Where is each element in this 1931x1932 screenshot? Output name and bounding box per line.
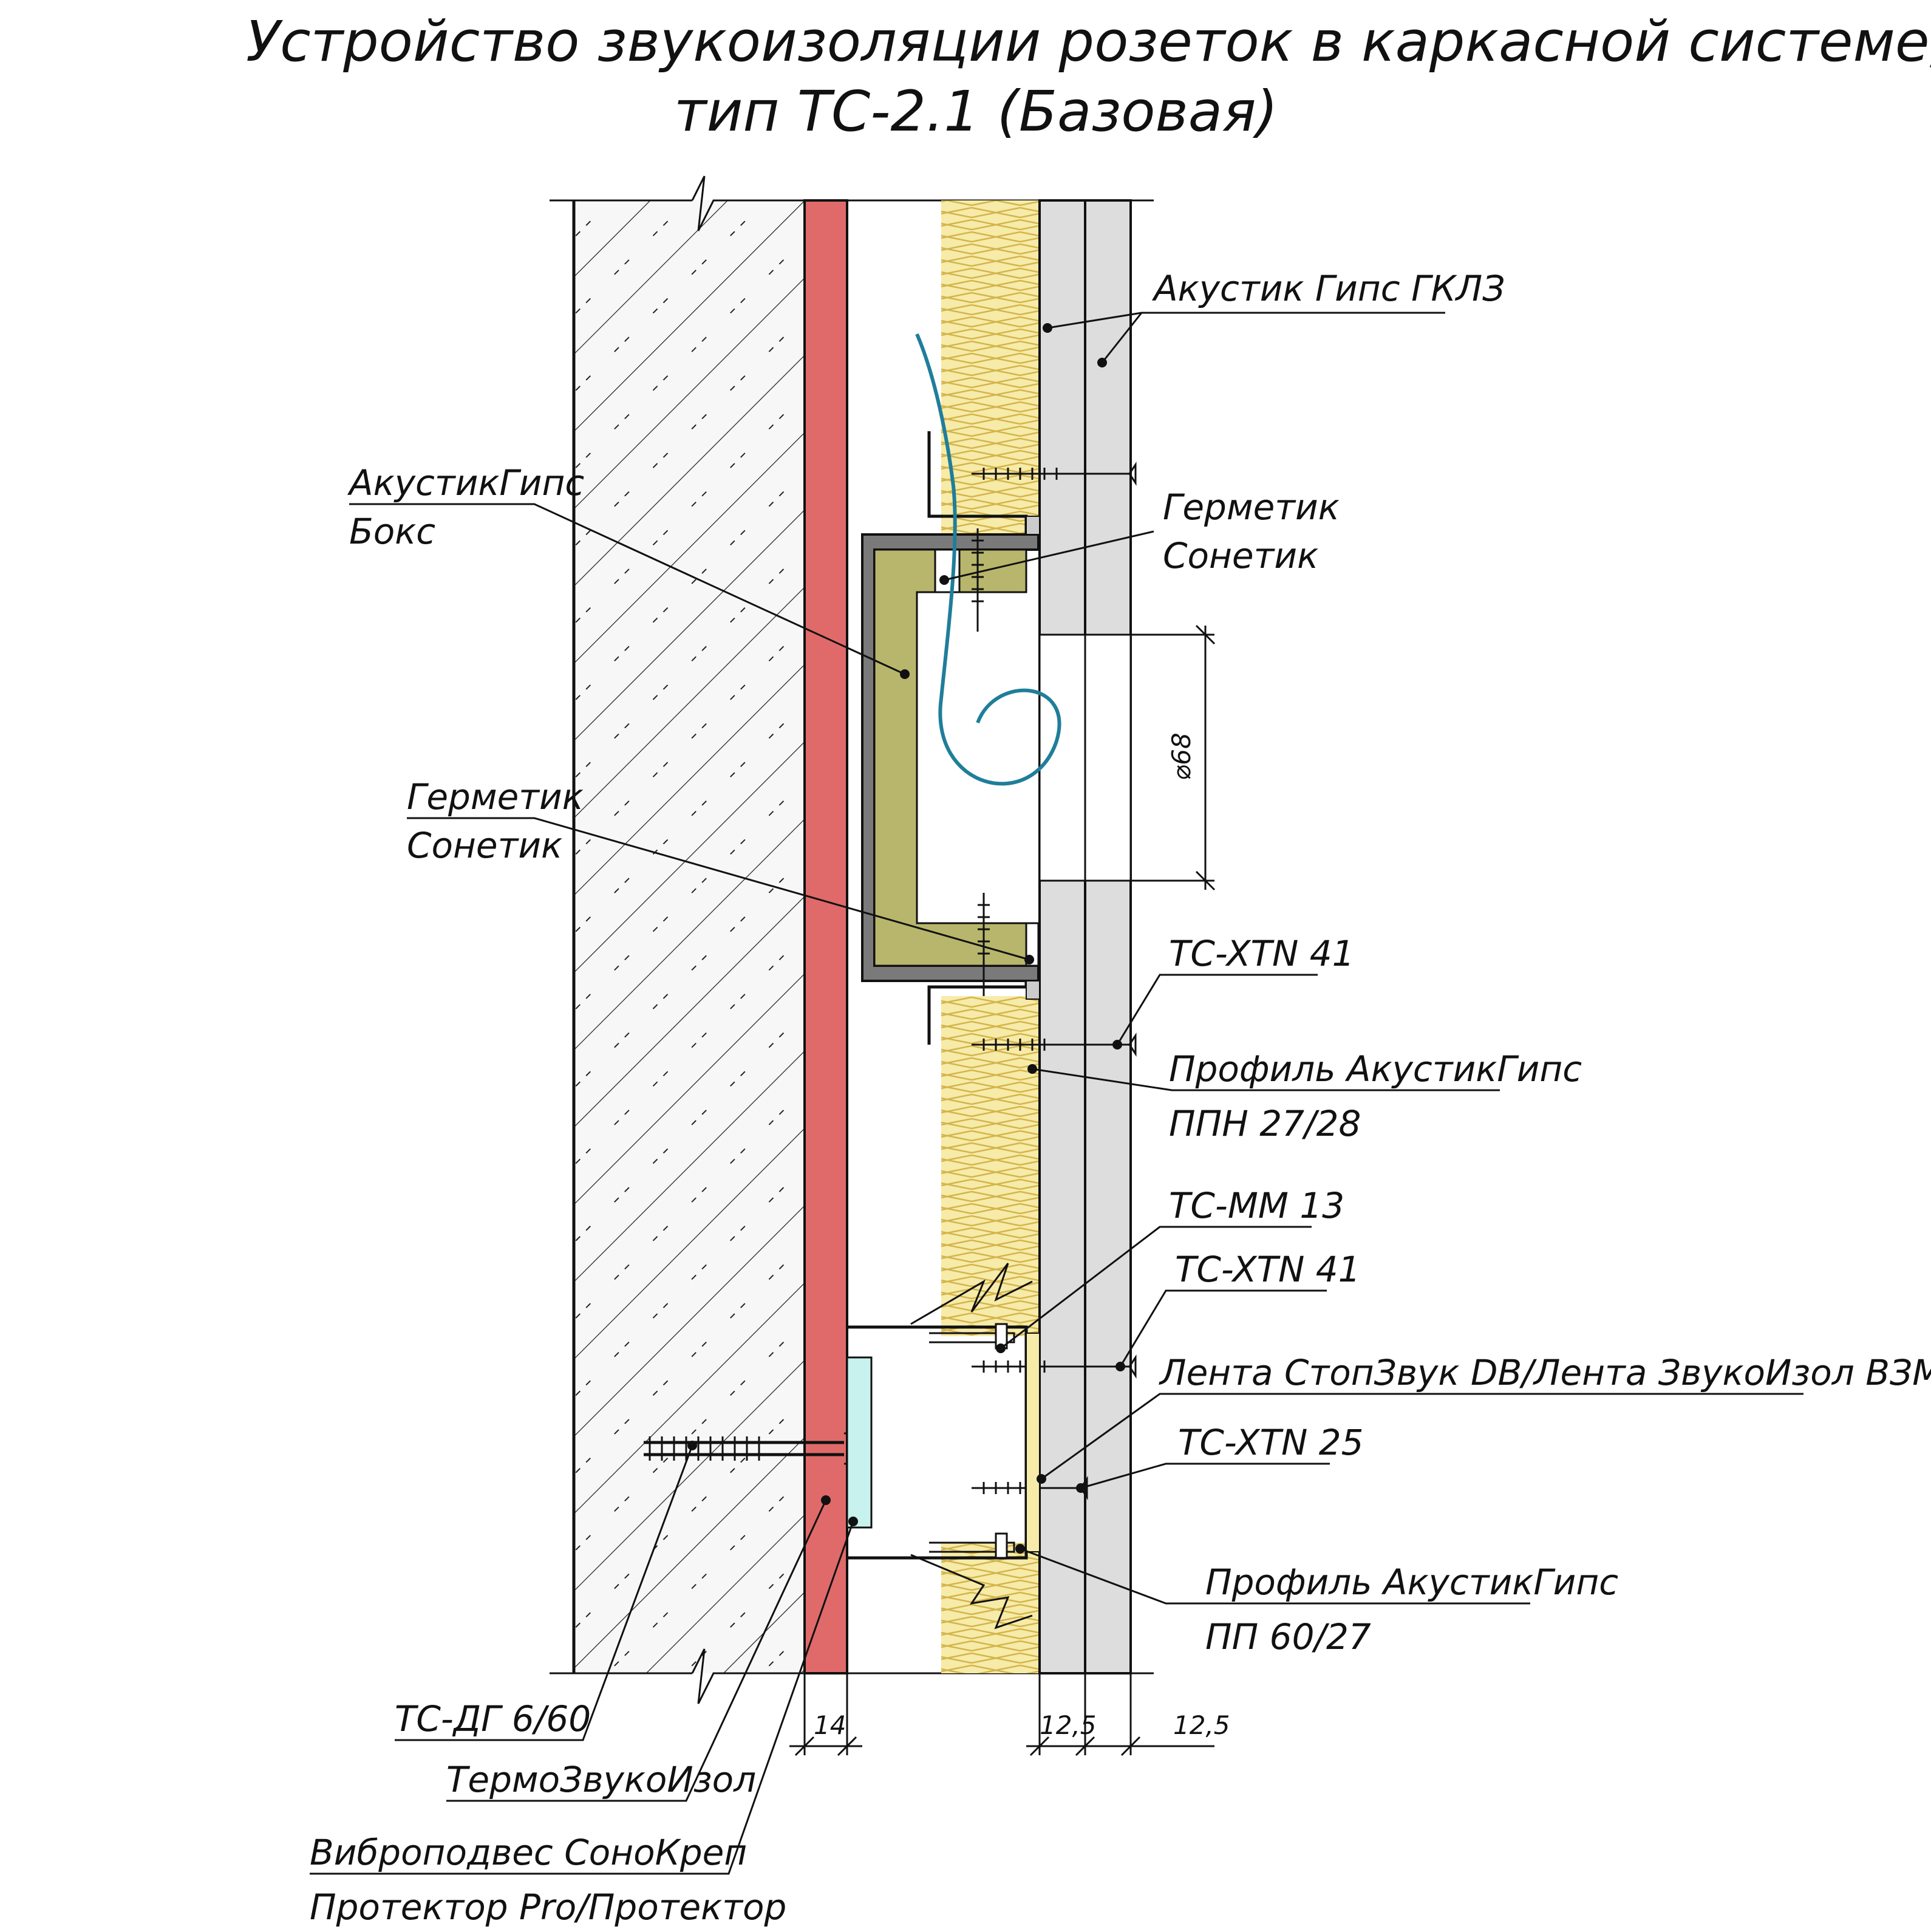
gypsum-boards xyxy=(1038,199,1132,1674)
leaders xyxy=(310,312,1803,1875)
label-tc-xtn-41-lower: TC-XTN 41 xyxy=(1175,1249,1361,1290)
bottom-dimensions: 14 12,5 12,5 xyxy=(789,1673,1230,1756)
concrete-wall xyxy=(550,176,1154,1704)
label-profile-pp-2: ПП 60/27 xyxy=(1205,1616,1371,1657)
gkl1-thickness-label: 12,5 xyxy=(1040,1710,1097,1740)
label-profile-ppn-2: ППН 27/28 xyxy=(1169,1103,1361,1144)
label-tc-dg: ТС-ДГ 6/60 xyxy=(395,1698,591,1739)
label-lenta: Лента СтопЗвук DB/Лента ЗвукоИзол ВЗМ xyxy=(1159,1352,1931,1393)
label-tc-xtn-41-upper: TC-XTN 41 xyxy=(1169,933,1355,974)
label-akustik-gips-gkl: Акустик Гипс ГКЛЗ xyxy=(1151,268,1505,309)
soundpad-layer xyxy=(803,199,848,1674)
screws xyxy=(972,462,1137,1500)
label-germetik-right-1: Герметик xyxy=(1163,486,1340,528)
dimension-socket-diameter: ⌀68 xyxy=(1131,624,1216,891)
label-profile-pp-1: Профиль АкустикГипс xyxy=(1205,1562,1618,1603)
profile-pp-and-mount xyxy=(644,1323,1040,1560)
label-vibropodves-2: Протектор Pro/Протектор xyxy=(310,1886,786,1928)
profile-ppn xyxy=(927,431,1040,1045)
label-germetik-left-1: Герметик xyxy=(407,776,584,818)
socket-diameter-label: ⌀68 xyxy=(1166,732,1196,780)
label-vibropodves-1: Виброподвес СоноКреп xyxy=(310,1832,747,1873)
label-tc-mm-13: TC-MM 13 xyxy=(1169,1185,1344,1226)
label-germetik-left-2: Сонетик xyxy=(407,825,562,866)
label-tc-xtn-25: TC-XTN 25 xyxy=(1178,1422,1364,1463)
title-line-1: Устройство звукоизоляции розеток в карка… xyxy=(246,9,1931,74)
label-akustik-gips-box-1: АкустикГипс xyxy=(347,462,584,503)
soundpad-thickness-label: 14 xyxy=(814,1710,846,1740)
acoustic-box xyxy=(861,533,1040,982)
mineral-wool xyxy=(910,200,1038,1673)
label-germetik-right-2: Сонетик xyxy=(1163,535,1318,576)
label-profile-ppn-1: Профиль АкустикГипс xyxy=(1169,1048,1582,1090)
label-termozvukoizol: ТермоЗвукоИзол xyxy=(446,1759,756,1800)
label-akustik-gips-box-2: Бокс xyxy=(349,511,435,552)
title-line-2: тип ТС-2.1 (Базовая) xyxy=(674,79,1278,144)
cable xyxy=(915,333,1061,786)
gkl2-thickness-label: 12,5 xyxy=(1173,1710,1230,1740)
